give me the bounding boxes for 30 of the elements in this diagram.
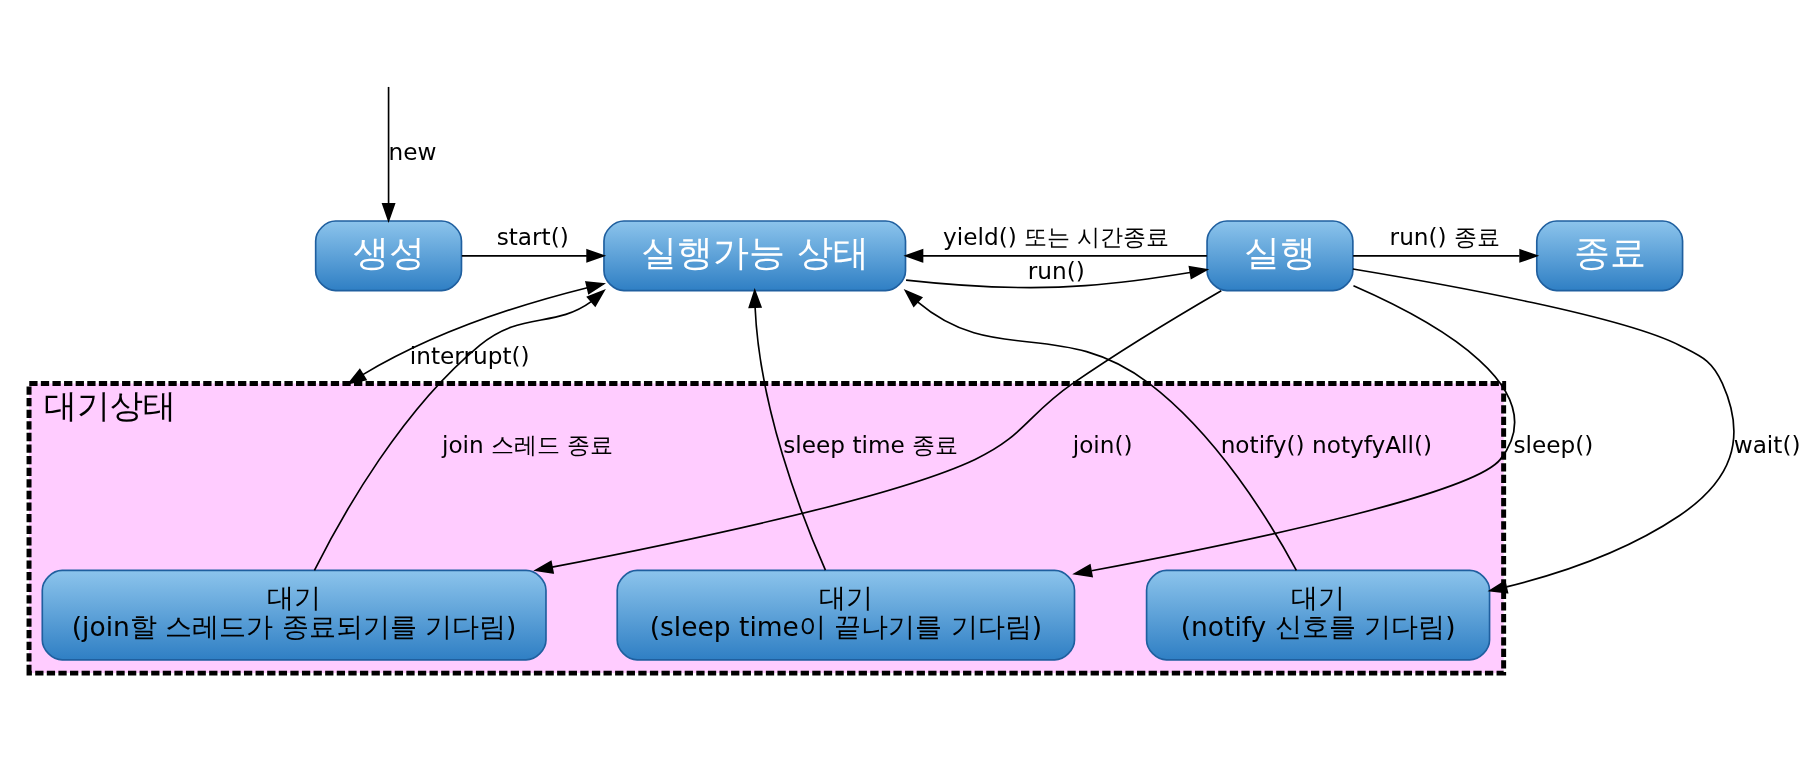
edge-label: notify() notyfyAll()	[1220, 431, 1433, 459]
edge-label: sleep time 종료	[783, 431, 959, 459]
arrow	[460, 248, 607, 263]
edge-label: run() 종료	[1389, 222, 1501, 250]
edge-label: wait()	[1733, 431, 1801, 459]
node-box: 실행	[1206, 220, 1354, 292]
arrow	[903, 248, 1208, 263]
edge-label: join()	[1072, 431, 1133, 459]
edge-label: yield() 또는 시간종료	[943, 222, 1170, 250]
arrow	[1352, 248, 1540, 263]
arrow	[533, 289, 1223, 574]
arrow	[903, 288, 1298, 572]
edge-label: start()	[496, 222, 569, 250]
arrow	[905, 265, 1210, 289]
arrow	[346, 281, 606, 385]
edge-label: join 스레드 종료	[441, 431, 614, 459]
node-box: 대기 (sleep time이 끝나기를 기다림)	[616, 569, 1076, 661]
arrow	[313, 288, 606, 572]
arrow	[748, 288, 827, 571]
arrow	[1352, 268, 1735, 594]
arrow	[381, 86, 396, 223]
node-box: 실행가능 상태	[603, 220, 907, 292]
node-box: 생성	[314, 220, 463, 292]
edge-label: new	[388, 138, 437, 166]
node-box: 종료	[1535, 220, 1684, 292]
edge-label: sleep()	[1513, 431, 1594, 459]
edge-label: run()	[1027, 257, 1085, 285]
node-box: 대기 (join할 스레드가 종료되기를 기다림)	[41, 569, 547, 661]
node-box: 대기 (notify 신호를 기다림)	[1145, 569, 1491, 661]
arrow	[1072, 285, 1516, 578]
